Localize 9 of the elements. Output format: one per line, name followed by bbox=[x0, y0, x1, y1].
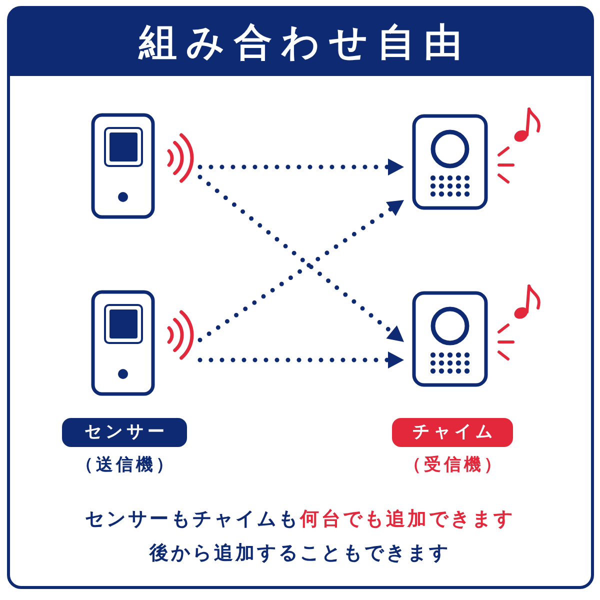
note-text: センサーもチャイムも 何台でも追加できます bbox=[85, 507, 515, 532]
title: 組み合わせ自由 bbox=[137, 19, 471, 65]
note-text: 後から追加することもできます bbox=[150, 541, 450, 566]
dotted-arrow bbox=[198, 352, 406, 368]
category-badge: センサー bbox=[62, 418, 187, 447]
caption-text: （送信機） bbox=[76, 454, 176, 476]
dotted-arrow bbox=[198, 158, 406, 176]
category-badge: チャイム bbox=[392, 418, 513, 447]
caption-text: （受信機） bbox=[404, 454, 504, 476]
